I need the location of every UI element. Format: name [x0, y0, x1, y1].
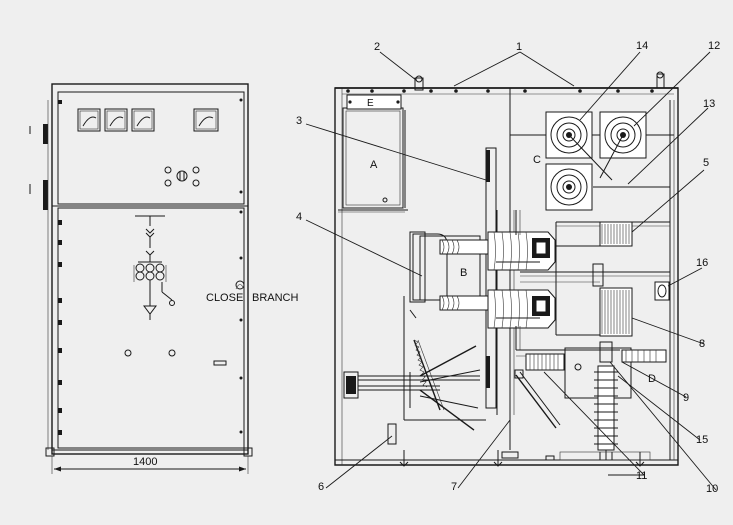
busbar-partitions [520, 221, 670, 336]
floor-details [399, 415, 651, 467]
callout-labels: 1 2 3 4 5 6 7 8 9 10 11 12 13 14 15 16 [296, 40, 720, 495]
compartment-a-label: A [370, 159, 378, 171]
left-edge-marks [58, 100, 62, 435]
busbar-compartment [545, 111, 670, 211]
close-label: CLOSE [206, 292, 243, 304]
compartment-d-label: D [648, 373, 656, 385]
cabinet-outline [51, 83, 249, 455]
lower-door [57, 207, 245, 449]
callout-10: 10 [706, 483, 718, 495]
width-dimension: 1400 [51, 456, 249, 474]
current-transformer-lower [599, 287, 633, 337]
panel-meters [77, 108, 219, 132]
callout-1: 1 [516, 41, 522, 53]
section-view: E A B [334, 71, 679, 467]
callout-14: 14 [636, 40, 648, 52]
cable-compartment [516, 341, 667, 460]
breaker-compartment [338, 147, 515, 421]
truck-mechanism [343, 309, 561, 445]
callout-3: 3 [296, 115, 302, 127]
callout-leaders [305, 51, 717, 491]
current-transformer-upper [556, 221, 633, 247]
width-dimension-value: 1400 [133, 456, 157, 468]
mimic-diagram [124, 215, 245, 366]
callout-16: 16 [696, 257, 708, 269]
hinges [29, 100, 49, 450]
compartment-c-label: C [533, 154, 541, 166]
callout-6: 6 [318, 481, 324, 493]
cabinet-base [45, 447, 253, 457]
compartment-a [338, 94, 408, 211]
callout-13: 13 [703, 98, 715, 110]
earth-indicator [654, 281, 670, 301]
branch-label: BRANCH [252, 292, 299, 304]
compartment-e-label: E [367, 98, 374, 109]
callout-8: 8 [699, 338, 705, 350]
upper-door [57, 91, 245, 205]
callout-12: 12 [708, 40, 720, 52]
callout-5: 5 [703, 157, 709, 169]
compartment-b-label: B [460, 267, 467, 279]
roof-rail [335, 71, 678, 95]
right-edge-marks [239, 98, 243, 434]
callout-11: 11 [636, 470, 647, 482]
control-buttons [164, 166, 200, 187]
front-view: CLOSE BRANCH 1400 [29, 83, 299, 474]
callout-2: 2 [374, 41, 380, 53]
callout-9: 9 [683, 392, 689, 404]
callout-15: 15 [696, 434, 708, 446]
callout-4: 4 [296, 211, 302, 223]
contact-arms [439, 210, 556, 350]
callout-7: 7 [451, 481, 457, 493]
